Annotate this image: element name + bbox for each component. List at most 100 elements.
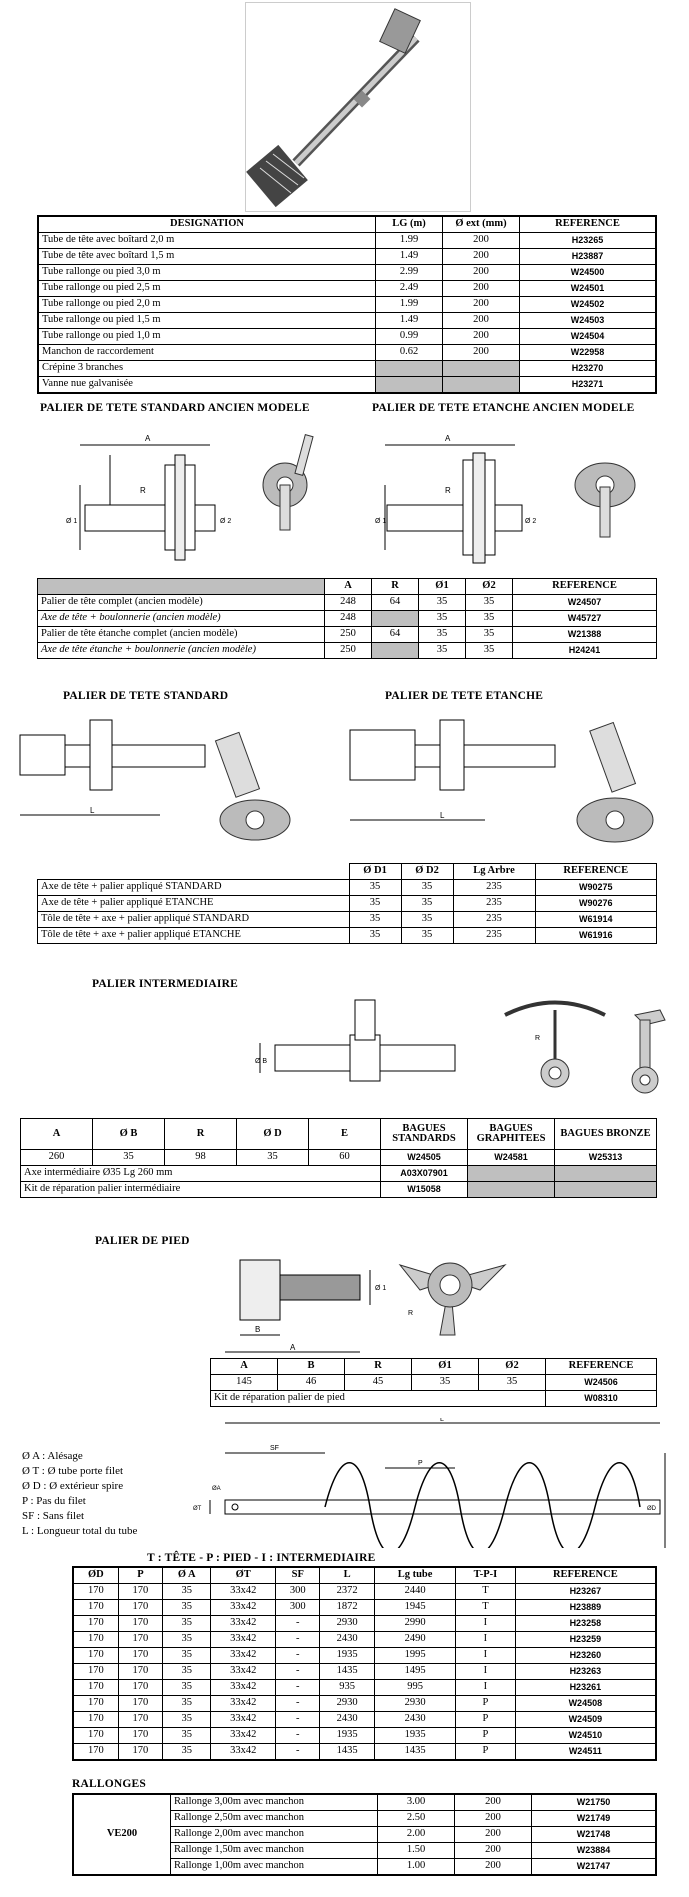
cell-ref: W24502 xyxy=(519,296,657,313)
cell-designation: Palier de tête étanche complet (ancien m… xyxy=(37,626,325,643)
table-cell: 1435 xyxy=(373,1743,457,1761)
col-reference: REFERENCE xyxy=(512,578,657,595)
dim-r-label-inter: R xyxy=(535,1035,540,1042)
cell-d1: 35 xyxy=(411,1374,479,1391)
table-cell: 33x42 xyxy=(210,1583,277,1600)
table-cell: 1495 xyxy=(373,1663,457,1680)
cell-d2: 35 xyxy=(400,911,454,928)
table-cell: 2930 xyxy=(319,1695,375,1712)
cell-ext: 200 xyxy=(454,1858,532,1876)
cell-designation: Rallonge 2,50m avec manchon xyxy=(170,1810,378,1827)
cell-designation: Axe intermédiaire Ø35 Lg 260 mm xyxy=(20,1165,381,1182)
cell-d1: 35 xyxy=(418,642,466,659)
cell-lg: 1.50 xyxy=(377,1842,455,1859)
col-d2: Ø D2 xyxy=(400,863,454,880)
table-row: 145 46 45 35 35 W24506 xyxy=(210,1374,657,1391)
table-cell: 35 xyxy=(162,1695,212,1712)
cell-designation: Rallonge 1,50m avec manchon xyxy=(170,1842,378,1859)
cell-designation: Rallonge 1,00m avec manchon xyxy=(170,1858,378,1876)
table-cell: - xyxy=(275,1615,321,1632)
table-cell: 33x42 xyxy=(210,1695,277,1712)
cell-ref: W21747 xyxy=(531,1858,657,1876)
cell-ext: 200 xyxy=(454,1826,532,1843)
cell-lg: 1.99 xyxy=(375,232,443,249)
col-designation xyxy=(38,864,350,880)
cell-ref: W90276 xyxy=(534,895,657,912)
cell-ref: W61916 xyxy=(534,927,657,944)
table-cell: H23267 xyxy=(514,1583,657,1600)
table-row: Palier de tête étanche complet (ancien m… xyxy=(37,626,657,643)
table-cell: H23261 xyxy=(514,1679,657,1696)
cell-bronze: W25313 xyxy=(554,1149,657,1166)
palier-ancien-table: A R Ø1 Ø2 REFERENCE Palier de tête compl… xyxy=(37,578,657,659)
cell-designation: Manchon de raccordement xyxy=(37,344,376,361)
cell-ref: W21748 xyxy=(531,1826,657,1843)
dim-d2-label: Ø 2 xyxy=(220,518,231,525)
cell-graph: W24581 xyxy=(467,1149,555,1166)
cell-ref: W24506 xyxy=(545,1374,657,1391)
table-cell: W24508 xyxy=(514,1695,657,1712)
table-cell: 1435 xyxy=(319,1743,375,1761)
col-e: E xyxy=(308,1118,381,1150)
col-d2: Ø2 xyxy=(465,578,513,595)
table-cell: 33x42 xyxy=(210,1599,277,1616)
table-cell: 170 xyxy=(117,1631,164,1648)
cell-lg-arbre: 235 xyxy=(452,911,536,928)
table-cell: H23889 xyxy=(514,1599,657,1616)
cell-ref: W23884 xyxy=(531,1842,657,1859)
table-cell: - xyxy=(275,1647,321,1664)
table-cell: 2990 xyxy=(373,1615,457,1632)
dim-b-label: Ø B xyxy=(255,1058,267,1065)
palier-ancien-standard-drawing: A R Ø 1 Ø 2 xyxy=(66,434,314,561)
cell-lg: 0.99 xyxy=(375,328,443,345)
cell-lg-arbre: 235 xyxy=(452,927,536,944)
tubes-table-header: DESIGNATION LG (m) Ø ext (mm) REFERENCE xyxy=(37,215,657,233)
col-header: ØD xyxy=(72,1566,119,1584)
table-cell: 33x42 xyxy=(210,1679,277,1696)
cell-d1: 35 xyxy=(418,610,466,627)
palier-tete-table: Ø D1 Ø D2 Lg Arbre REFERENCE Axe de tête… xyxy=(37,863,657,944)
table-cell: W24511 xyxy=(514,1743,657,1761)
table-row: Tôle de tête + axe + palier appliqué STA… xyxy=(37,911,657,928)
table-row: Axe de tête + boulonnerie (ancien modèle… xyxy=(37,610,657,627)
table-cell: 33x42 xyxy=(210,1615,277,1632)
section-title-intermediaire: PALIER INTERMEDIAIRE xyxy=(92,978,238,990)
cell-ref: H24241 xyxy=(512,642,657,659)
dim-r-label-pied: R xyxy=(408,1310,413,1317)
cell-ref: W15058 xyxy=(380,1181,468,1198)
cell-d1: 35 xyxy=(418,594,466,611)
table-cell: 35 xyxy=(162,1663,212,1680)
cell-lg: 1.49 xyxy=(375,312,443,329)
col-r: R xyxy=(344,1358,412,1375)
table-cell: 170 xyxy=(72,1695,119,1712)
cell-ref: W24501 xyxy=(519,280,657,297)
palier-inter-table: A Ø B R Ø D E BAGUES STANDARDS BAGUES GR… xyxy=(20,1118,657,1198)
table-cell: 33x42 xyxy=(210,1647,277,1664)
table-cell: 170 xyxy=(72,1631,119,1648)
table-cell: 2430 xyxy=(319,1631,375,1648)
col-a: A xyxy=(210,1358,278,1375)
cell-ref: H23887 xyxy=(519,248,657,265)
cell-ref: W24500 xyxy=(519,264,657,281)
table-cell: I xyxy=(455,1663,516,1680)
col-b: B xyxy=(277,1358,345,1375)
cell-empty xyxy=(467,1181,555,1198)
col-lg-arbre: Lg Arbre xyxy=(452,863,536,880)
table-cell: I xyxy=(455,1647,516,1664)
cell-designation: Tôle de tête + axe + palier appliqué ETA… xyxy=(37,927,350,944)
cell-designation: Tube rallonge ou pied 1,0 m xyxy=(37,328,376,345)
col-r: R xyxy=(164,1118,237,1150)
cell-designation: Palier de tête complet (ancien modèle) xyxy=(37,594,325,611)
table-cell: 2372 xyxy=(319,1583,375,1600)
cell-designation: Tube rallonge ou pied 1,5 m xyxy=(37,312,376,329)
table-cell: 300 xyxy=(275,1599,321,1616)
